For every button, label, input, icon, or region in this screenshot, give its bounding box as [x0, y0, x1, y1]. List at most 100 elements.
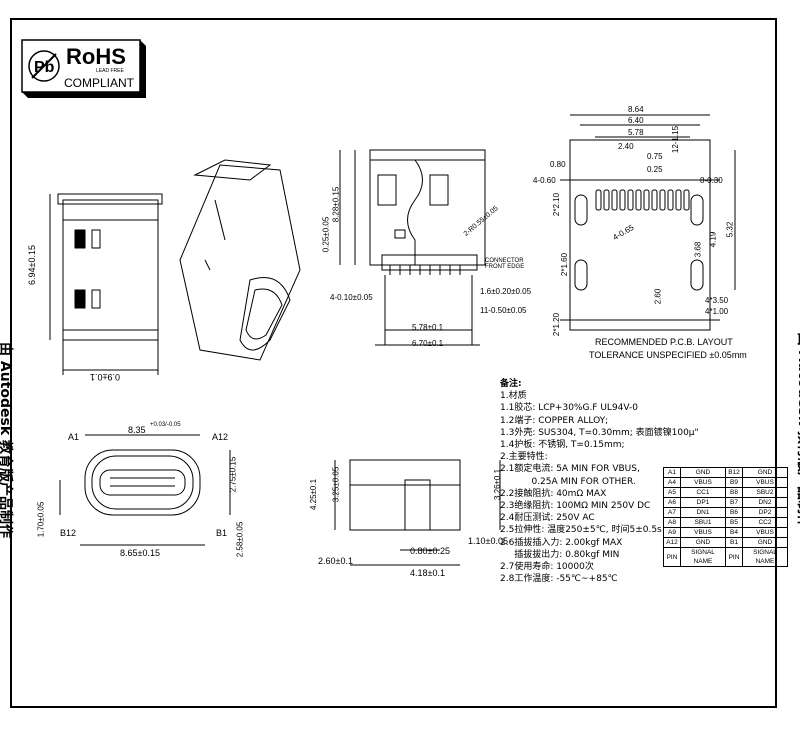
pcb-d18: 2.60 — [653, 288, 663, 305]
dim-top-h2: 0.25±0.05 — [321, 216, 331, 253]
pcb-pads — [595, 189, 690, 211]
table-cell: B8 — [725, 487, 743, 498]
dim-top-w4: 5.78±0.1 — [412, 323, 444, 332]
pcb-d15: 5.32 — [725, 221, 735, 238]
note-line: 1.2端子: COPPER ALLOY; — [500, 415, 609, 426]
rohs-title: RoHS — [66, 44, 126, 69]
table-cell: A6 — [663, 497, 681, 508]
table-cell: B1 — [725, 537, 743, 548]
perspective-view — [179, 159, 301, 361]
front-w-bot: 8.65±0.15 — [120, 548, 160, 558]
table-cell: GND — [680, 537, 726, 548]
top-view-middle — [339, 149, 486, 346]
pcb-d10: 12-1.15 — [671, 125, 681, 154]
side-r-w1: 2.60±0.1 — [318, 556, 353, 566]
dim-top-w5: 6.70±0.1 — [412, 339, 444, 348]
table-cell: A4 — [663, 477, 681, 488]
table-row: A12 GND B1 GND — [663, 537, 788, 548]
table-cell: B9 — [725, 477, 743, 488]
table-cell: A9 — [663, 527, 681, 538]
table-cell: B4 — [725, 527, 743, 538]
note-line: 1.3外壳: SUS304, T=0.30mm; 表面镀镍100μ" — [500, 427, 699, 438]
front-h-bot: 2.58±0.05 — [235, 521, 245, 558]
pin-table: A1 GND B12 GND A4 VBUS B9 VBUS A5 CC1 B8… — [663, 467, 788, 567]
pcb-d1: 8.64 — [628, 105, 644, 114]
drawing-frame — [10, 18, 777, 708]
table-cell: DN2 — [742, 497, 788, 508]
note-line: 2.5拉伸性: 温度250±5℃, 时间5±0.5s — [500, 525, 662, 536]
table-cell: B5 — [725, 517, 743, 528]
note-line: 2.4耐压测试: 250V AC — [500, 513, 595, 524]
pcb-d11: 2*2.10 — [552, 192, 562, 217]
note-line: 2.3绝缘阻抗: 100MΩ MIN 250V DC — [500, 501, 651, 512]
table-header-cell: PIN — [663, 547, 681, 567]
table-row: A8 SBU1 B5 CC2 — [663, 517, 788, 528]
dim-top-w3: 11-0.50±0.05 — [480, 306, 527, 315]
pcb-d20: 4*1.00 — [705, 307, 729, 316]
table-header-cell: SIGNAL NAME — [680, 547, 726, 567]
table-cell: SBU1 — [680, 517, 726, 528]
dim-top-w2: 1.6±0.20±0.05 — [480, 287, 532, 296]
note-line: 1.4护板: 不锈钢, T=0.15mm; — [500, 440, 625, 451]
table-cell: DP2 — [742, 507, 788, 518]
rohs-compliant: COMPLIANT — [64, 76, 135, 90]
table-cell: VBUS — [680, 477, 726, 488]
pcb-d13: 3.68 — [693, 241, 703, 258]
notes-block: 备注: 1.材质 1.1胶芯: LCP+30%G.F UL94V-0 1.2端子… — [500, 378, 699, 585]
note-line: 2.7使用寿命: 10000次 — [500, 562, 594, 573]
front-view — [59, 434, 231, 546]
dim-top-h1: 8.28±0.15 — [331, 186, 341, 223]
table-header-cell: SIGNAL NAME — [742, 547, 788, 567]
table-cell: A8 — [663, 517, 681, 528]
front-h-right: 2.75±0.15 — [228, 456, 238, 493]
table-cell: DN1 — [680, 507, 726, 518]
front-b12: B12 — [60, 528, 77, 538]
note-line: 2.2接触阻抗: 40mΩ MAX — [500, 488, 607, 499]
note-line: 1.1胶芯: LCP+30%G.F UL94V-0 — [500, 403, 639, 414]
notes-heading: 备注: — [500, 379, 522, 389]
table-cell: VBUS — [742, 477, 788, 488]
table-row: A1 GND B12 GND — [663, 467, 788, 478]
note-line: 插拔拔出力: 0.80kgf MIN — [500, 549, 620, 560]
pcb-d19: 4*3.50 — [705, 296, 729, 305]
side-r-w3: 4.18±0.1 — [410, 568, 445, 578]
note-line: 2.6插拔插入力: 2.00kgf MAX — [500, 537, 623, 548]
table-row: A4 VBUS B9 VBUS — [663, 477, 788, 488]
table-cell: A12 — [663, 537, 681, 548]
dim-side-height: 6.94±0.15 — [26, 245, 37, 285]
table-cell: VBUS — [680, 527, 726, 538]
pcb-caption-line1: RECOMMENDED P.C.B. LAYOUT — [595, 337, 733, 347]
table-cell: CC2 — [742, 517, 788, 528]
side-view-left — [49, 193, 163, 375]
table-row: A6 DP1 B7 DN2 — [663, 497, 788, 508]
front-h-left: 1.70±0.05 — [36, 501, 46, 538]
table-cell: B6 — [725, 507, 743, 518]
side-r-h2: 3.25±0.05 — [331, 466, 341, 503]
table-row: A7 DN1 B6 DP2 — [663, 507, 788, 518]
rohs-logo: Pb RoHS LEAD FREE COMPLIANT — [18, 38, 148, 100]
pcb-d6: 0.25 — [647, 165, 663, 174]
table-cell: B12 — [725, 467, 743, 478]
front-edge-label: CONNECTOR FRONT EDGE — [485, 258, 525, 270]
rohs-logo-graphic: Pb — [21, 39, 146, 98]
table-cell: A5 — [663, 487, 681, 498]
pcb-d2: 6.40 — [628, 116, 644, 125]
rohs-subtitle: LEAD FREE — [96, 68, 124, 74]
pcb-d7: 0.80 — [550, 160, 566, 169]
pcb-d9: 8-0.30 — [700, 176, 723, 185]
table-row: A9 VBUS B4 VBUS — [663, 527, 788, 538]
pcb-d17: 2*1.20 — [552, 312, 562, 337]
table-cell: CC1 — [680, 487, 726, 498]
front-w-top: 8.35 — [128, 425, 146, 435]
pcb-d16: 2*1.60 — [560, 252, 570, 277]
pcb-caption-line2: TOLERANCE UNSPECIFIED ±0.05mm — [589, 350, 747, 360]
note-line: 2.主要特性: — [500, 452, 548, 463]
pcb-d5: 0.75 — [647, 152, 663, 161]
table-cell: GND — [742, 537, 788, 548]
pcb-d3: 5.78 — [628, 128, 644, 137]
dim-top-w1: 4-0.10±0.05 — [330, 293, 373, 302]
table-header-cell: PIN — [725, 547, 743, 567]
table-cell: B7 — [725, 497, 743, 508]
dim-side-width: 0.9±0.1 — [90, 372, 120, 382]
